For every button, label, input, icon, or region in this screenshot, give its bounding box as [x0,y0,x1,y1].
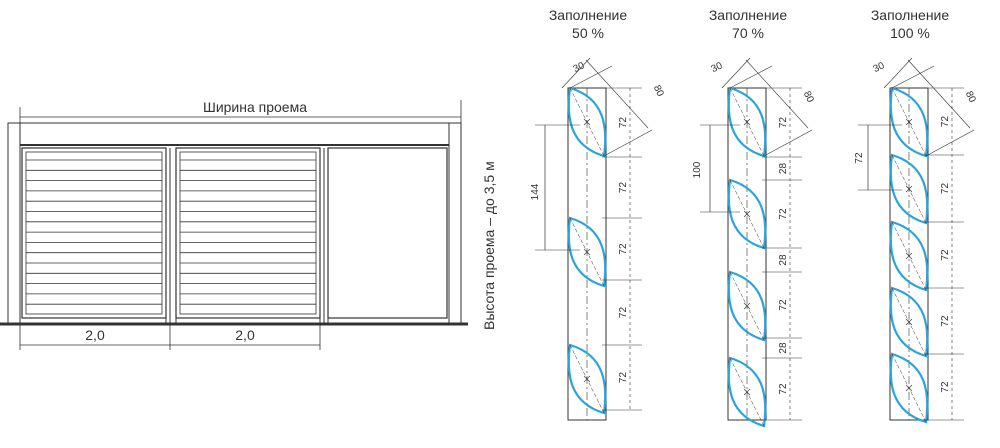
segment-label: 28 [778,163,789,175]
gate-dimension-lines [19,100,462,350]
fill-title: Заполнение [709,7,788,23]
pitch-dim-label: 100 [692,161,703,178]
segment-label: 72 [778,299,789,311]
fill-percent: 70 % [732,25,764,41]
fill-70-profile: Заполнение 70 % 30 80 100 72 28 72 28 72… [692,7,816,428]
angle-extension [891,65,935,89]
segment-label: 72 [940,381,951,393]
segment-label: 72 [618,307,629,319]
segment-label: 72 [618,243,629,255]
angle-extension [729,65,773,89]
louver-blade [727,270,767,342]
gate-frame [0,122,468,326]
width-label: Ширина проема [203,99,307,115]
segment-label: 72 [940,249,951,261]
blade-center-mark [743,118,751,126]
angle-dim-label: 30 [872,60,887,75]
depth-extension [925,129,975,157]
louver-blade [889,153,929,225]
section-width-left: 2,0 [85,327,105,343]
depth-dim-line [585,59,649,129]
fill-50-profile: Заполнение 50 % 30 80 144 72 72 72 72 72 [530,7,666,421]
fill-title: Заполнение [871,7,950,23]
angle-dim-line [721,57,751,89]
depth-dim-label: 80 [651,84,666,99]
pitch-dim-label: 72 [854,152,865,164]
blade-center-mark [583,375,591,383]
gate-drawing: Ширина проема Высота проема – до 3,5 м 2… [0,99,497,350]
depth-dim-line [907,59,971,129]
depth-dim-line [745,59,809,129]
angle-dim-line [561,57,591,89]
blade-center-mark [905,185,913,193]
blade-center-mark [583,118,591,126]
fill-percent: 100 % [890,25,930,41]
segment-labels: 72 28 72 28 72 28 72 [778,117,789,395]
height-label: Высота проема – до 3,5 м [481,161,497,330]
depth-dim-label: 80 [963,90,978,105]
segment-label: 72 [940,116,951,128]
blade-center-mark [905,118,913,126]
segment-label: 72 [618,182,629,194]
blade-center-mark [743,302,751,310]
segment-labels: 72 72 72 72 72 [618,117,629,384]
blade-center-mark [743,388,751,396]
segment-label: 72 [940,315,951,327]
blade-center-mark [583,248,591,256]
fill-percent: 50 % [572,25,604,41]
depth-extension [763,129,813,157]
segment-label: 72 [778,383,789,395]
segment-label: 72 [618,117,629,129]
segment-label: 28 [778,254,789,266]
segment-label: 28 [778,342,789,354]
blade-center-mark [905,318,913,326]
louver-blade [889,286,929,358]
fill-title: Заполнение [549,7,628,23]
angle-dim-label: 30 [572,60,587,75]
blade-center-mark [905,384,913,392]
segment-label: 72 [778,208,789,220]
louver-blade [727,356,767,428]
section-width-right: 2,0 [235,327,255,343]
angle-dim-line [883,57,913,89]
segment-label: 72 [778,117,789,129]
pitch-dim-label: 144 [530,183,541,200]
segment-labels: 72 72 72 72 72 [940,116,951,393]
depth-dim-label: 80 [801,90,816,105]
angle-extension [569,65,613,89]
gate-slats [26,159,316,305]
louver-blade [889,220,929,292]
angle-dim-label: 30 [710,60,725,75]
segment-label: 72 [940,183,951,195]
blade-center-mark [743,210,751,218]
fill-100-profile: Заполнение 100 % 30 80 72 72 72 72 72 72 [854,7,978,424]
blade-center-mark [905,252,913,260]
louver-blade [567,216,607,288]
segment-label: 72 [618,372,629,384]
depth-extension [603,129,653,157]
louver-blade [567,343,607,415]
louver-blade [889,352,929,424]
